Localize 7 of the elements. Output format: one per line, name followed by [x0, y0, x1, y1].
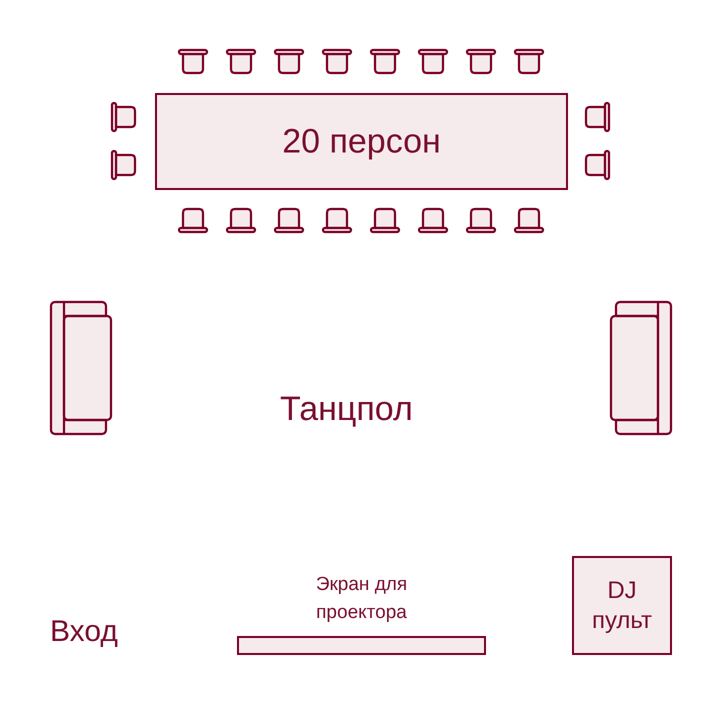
dj-console-box — [572, 556, 672, 655]
node-label: 20 персон — [281, 122, 442, 160]
table-shape — [155, 93, 568, 190]
area-label: Танцпол — [280, 390, 413, 429]
node-label: Экран для проектора — [314, 573, 408, 625]
entrance-label: Вход — [50, 615, 118, 649]
node-label: DJ пульт — [590, 576, 654, 636]
